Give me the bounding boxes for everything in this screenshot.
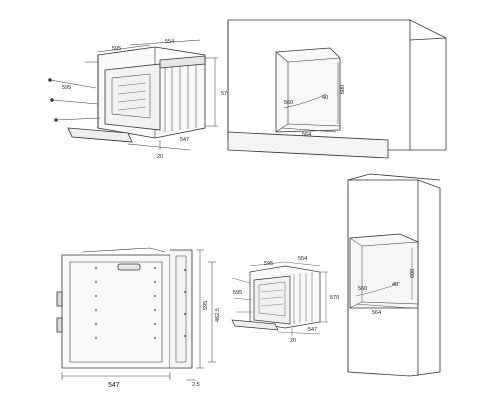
section-width-label: 547 [108,382,120,389]
cabinet-width-min-label: 564 [302,132,311,138]
cabinet-perspective-top [227,19,447,159]
tall-depth-label: 40 [392,282,398,288]
dim-door-offset-label: 20 [157,154,163,160]
oven-perspective-small [231,261,328,336]
oven-perspective-large [48,39,218,151]
dim-side-depth-label: 595 [62,85,71,91]
dim-width-label: 554 [165,39,174,45]
dim-height-label: 570 [221,91,230,97]
cabinet-niche-width-label: 560 [284,100,293,106]
small-door-offset-label: 20 [290,338,296,344]
small-width-label: 554 [298,256,307,262]
section-inner-height-label: 462.5 [215,308,221,322]
small-height-label: 570 [330,295,339,301]
dim-door-depth-label: 547 [180,137,189,143]
cabinet-perspective-tall [347,173,441,377]
oven-front-section [56,247,216,381]
cabinet-height-label: 600 [340,85,346,94]
cabinet-depth-label: 40 [322,95,328,101]
small-side-depth-label: 595 [233,290,242,296]
section-offset-label: 2.5 [192,382,200,388]
tall-width-min-label: 564 [372,310,381,316]
tall-niche-width-label: 560 [358,286,367,292]
tall-height-label: 600 [410,269,416,278]
small-depth-label: 595 [264,261,273,267]
dim-depth-label: 595 [112,46,121,52]
section-height-label: 595 [203,301,209,310]
small-door-depth-label: 547 [308,327,317,333]
